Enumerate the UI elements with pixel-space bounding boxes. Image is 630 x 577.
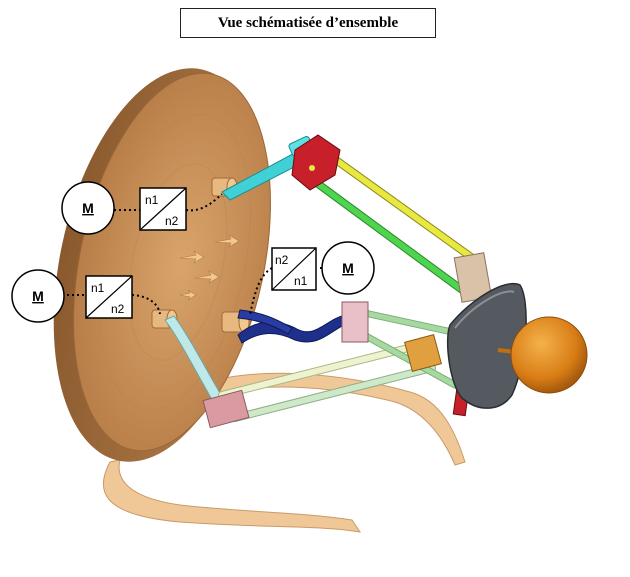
motor-1-circle xyxy=(61,181,115,235)
reducer-1-bottom: n2 xyxy=(165,214,179,228)
motor-2-label: M xyxy=(32,288,44,304)
motor-1: M n1 n2 xyxy=(61,181,187,235)
upper-parallelogram xyxy=(291,134,493,303)
base-stand xyxy=(102,372,466,533)
diagram-title: Vue schématisée d’ensemble xyxy=(180,8,436,38)
motor-3: n2 n1 M xyxy=(271,241,375,295)
motor-3-circle xyxy=(321,241,375,295)
motor-1-label: M xyxy=(82,200,94,216)
motor-2: M n1 n2 xyxy=(11,269,133,323)
reducer-2-bottom: n2 xyxy=(111,302,125,316)
dish xyxy=(53,68,271,462)
sphere-load xyxy=(497,316,588,394)
motor-3-label: M xyxy=(342,260,354,276)
dish-feed-elements xyxy=(179,234,240,301)
reducer-2-top: n1 xyxy=(91,281,105,295)
reducer-1-top: n1 xyxy=(145,193,159,207)
end-effector-plate xyxy=(446,282,527,409)
reducer-3-bottom: n1 xyxy=(294,274,308,288)
blue-yoke xyxy=(237,309,351,344)
motor-2-circle xyxy=(11,269,65,323)
reducer-3-top: n2 xyxy=(275,253,289,267)
